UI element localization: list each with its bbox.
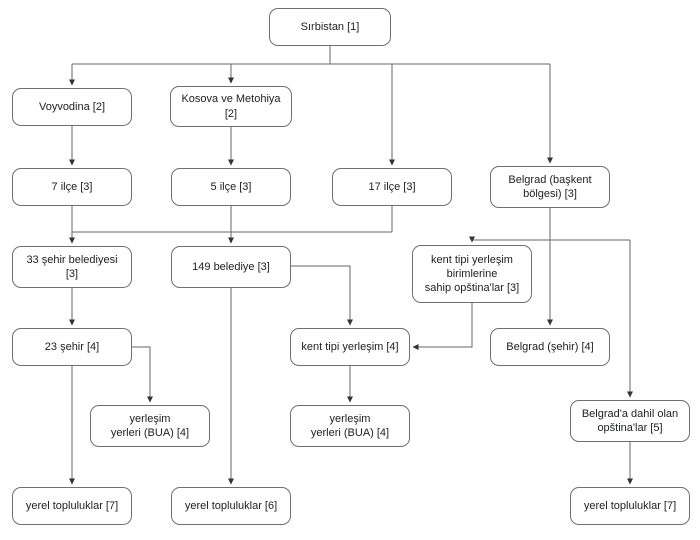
node-label: yerel topluluklar [7] [583, 499, 677, 512]
node-yerlesim-yerleri-bua-right: yerleşim yerleri (BUA) [4] [290, 405, 410, 447]
node-label: Sırbistan [1] [300, 20, 360, 33]
node-label: 149 belediye [3] [192, 260, 270, 273]
node-5-ilce: 5 ilçe [3] [171, 168, 291, 206]
node-7-ilce: 7 ilçe [3] [12, 168, 132, 206]
node-label: 7 ilçe [3] [51, 180, 93, 193]
node-kent-tipi-yerlesim: kent tipi yerleşim [4] [290, 328, 410, 366]
node-kent-tipi-opstinalar: kent tipi yerleşim birimlerine sahip opš… [412, 245, 532, 303]
node-label: kent tipi yerleşim birimlerine sahip opš… [424, 253, 520, 295]
node-label: yerel topluluklar [6] [184, 499, 278, 512]
node-label: 17 ilçe [3] [368, 180, 416, 193]
node-belgrad-baskent-bolgesi: Belgrad (başkent bölgesi) [3] [490, 166, 610, 208]
node-149-belediye: 149 belediye [3] [171, 246, 291, 288]
node-label: yerel topluluklar [7] [25, 499, 119, 512]
node-label: 5 ilçe [3] [210, 180, 252, 193]
node-33-sehir-belediyesi: 33 şehir belediyesi [3] [12, 246, 132, 288]
node-yerel-topluluklar-left: yerel topluluklar [7] [12, 487, 132, 525]
node-belgrada-dahil-opstinalar: Belgrad'a dahil olan opština'lar [5] [570, 400, 690, 442]
node-label: kent tipi yerleşim [4] [301, 340, 399, 353]
node-label: Kosova ve Metohiya [2] [181, 93, 281, 120]
node-label: Voyvodina [2] [38, 100, 106, 113]
node-sirbistan: Sırbistan [1] [269, 8, 391, 46]
node-voyvodina: Voyvodina [2] [12, 88, 132, 126]
node-label: yerleşim yerleri (BUA) [4] [110, 412, 190, 439]
node-yerel-topluluklar-right: yerel topluluklar [7] [570, 487, 690, 525]
node-label: 33 şehir belediyesi [3] [26, 253, 118, 280]
node-label: Belgrad'a dahil olan opština'lar [5] [581, 407, 679, 434]
node-yerel-topluluklar-mid: yerel topluluklar [6] [171, 487, 291, 525]
node-label: Belgrad (başkent bölgesi) [3] [508, 173, 592, 200]
node-17-ilce: 17 ilçe [3] [332, 168, 452, 206]
node-23-sehir: 23 şehir [4] [12, 328, 132, 366]
node-label: yerleşim yerleri (BUA) [4] [310, 412, 390, 439]
node-belgrad-sehir: Belgrad (şehir) [4] [490, 328, 610, 366]
node-label: Belgrad (şehir) [4] [506, 340, 594, 353]
node-yerlesim-yerleri-bua-left: yerleşim yerleri (BUA) [4] [90, 405, 210, 447]
node-kosova-ve-metohiya: Kosova ve Metohiya [2] [170, 86, 292, 127]
node-label: 23 şehir [4] [44, 340, 100, 353]
